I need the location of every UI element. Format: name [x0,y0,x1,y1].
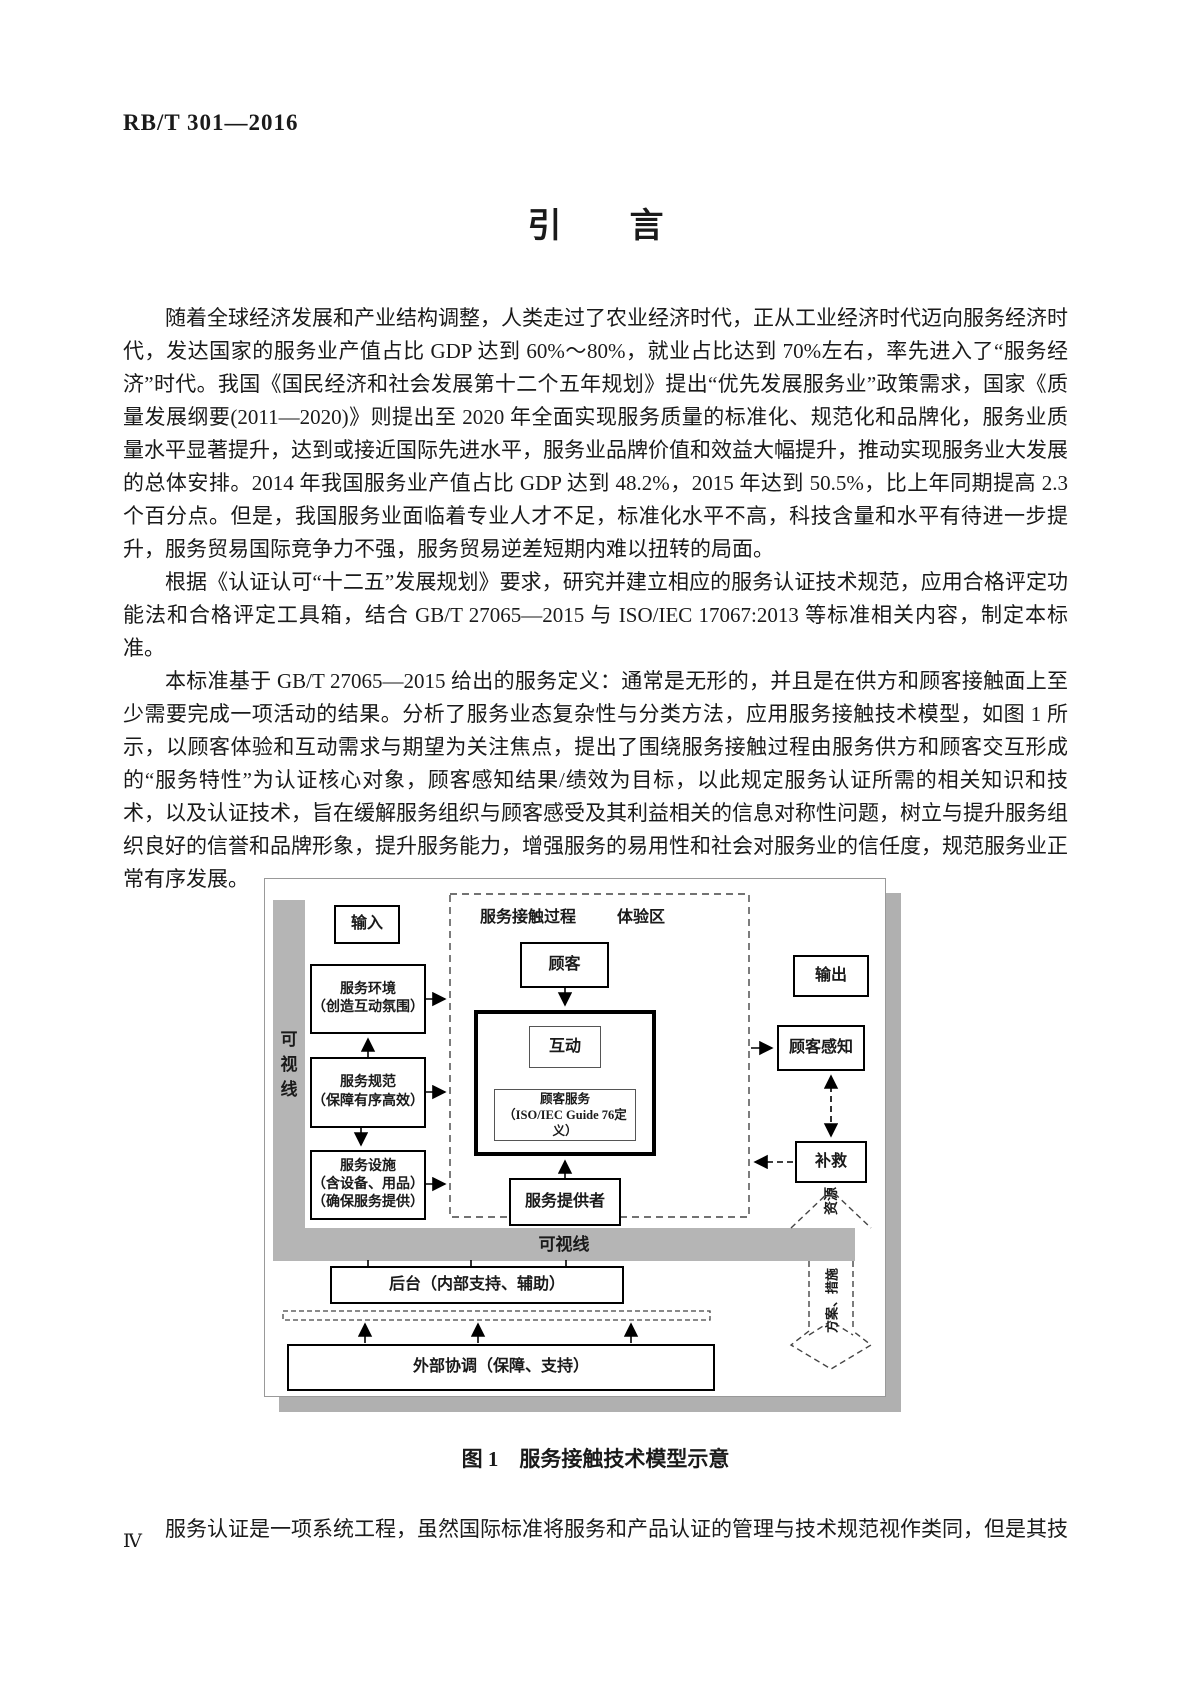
figure-caption: 图 1 服务接触技术模型示意 [461,1447,730,1471]
paragraph-2: 根据《认证认可“十二五”发展规划》要求，研究并建立相应的服务认证技术规范，应用合… [123,570,1068,660]
visibility-line-vertical-bar [273,900,305,1228]
node-external-coordination: 外部协调（保障、支持） [287,1344,715,1391]
node-remedy: 补救 [795,1141,867,1183]
node-customer: 顾客 [520,942,609,988]
label-resources: 资源 [825,1187,840,1215]
figure-1-service-contact-model: 服务接触过程 体验区 可 视 线 可视线 资源 方案、措施 输入 服务环境 （创… [264,878,886,1397]
label-visibility-line-vertical: 可 视 线 [280,1030,298,1099]
node-input: 输入 [334,905,400,944]
node-backstage: 后台（内部支持、辅助） [330,1266,624,1304]
label-visibility-line-horizontal: 可视线 [538,1235,590,1254]
node-service-provider: 服务提供者 [509,1178,621,1226]
node-service-specification: 服务规范 （保障有序高效） [310,1057,426,1128]
label-experience-zone: 体验区 [616,909,665,926]
standard-number: RB/T 301—2016 [123,110,299,135]
page-number: Ⅳ [123,1531,142,1552]
visibility-line-horizontal-bar [273,1228,855,1261]
node-output: 输出 [793,955,869,997]
introduction-body: 随着全球经济发展和产业结构调整，人类走过了农业经济时代，正从工业经济时代迈向服务… [123,302,1068,896]
label-service-contact-process: 服务接触过程 [479,909,576,926]
node-customer-perception: 顾客感知 [777,1025,865,1071]
label-plans-measures: 方案、措施 [824,1268,840,1334]
paragraph-1: 随着全球经济发展和产业结构调整，人类走过了农业经济时代，正从工业经济时代迈向服务… [123,306,1068,561]
paragraph-3: 本标准基于 GB/T 27065—2015 给出的服务定义：通常是无形的，并且是… [123,669,1068,891]
paragraph-4: 服务认证是一项系统工程，虽然国际标准将服务和产品认证的管理与技术规范视作类同，但… [165,1517,1068,1541]
node-interaction: 互动 [529,1026,601,1068]
node-service-environment: 服务环境 （创造互动氛围） [310,964,426,1034]
page-title: 引 言 [527,208,664,245]
node-customer-service: 顾客服务 （ISO/IEC Guide 76定义） [494,1089,636,1141]
node-service-facility: 服务设施 （含设备、用品） （确保服务提供） [310,1150,426,1220]
